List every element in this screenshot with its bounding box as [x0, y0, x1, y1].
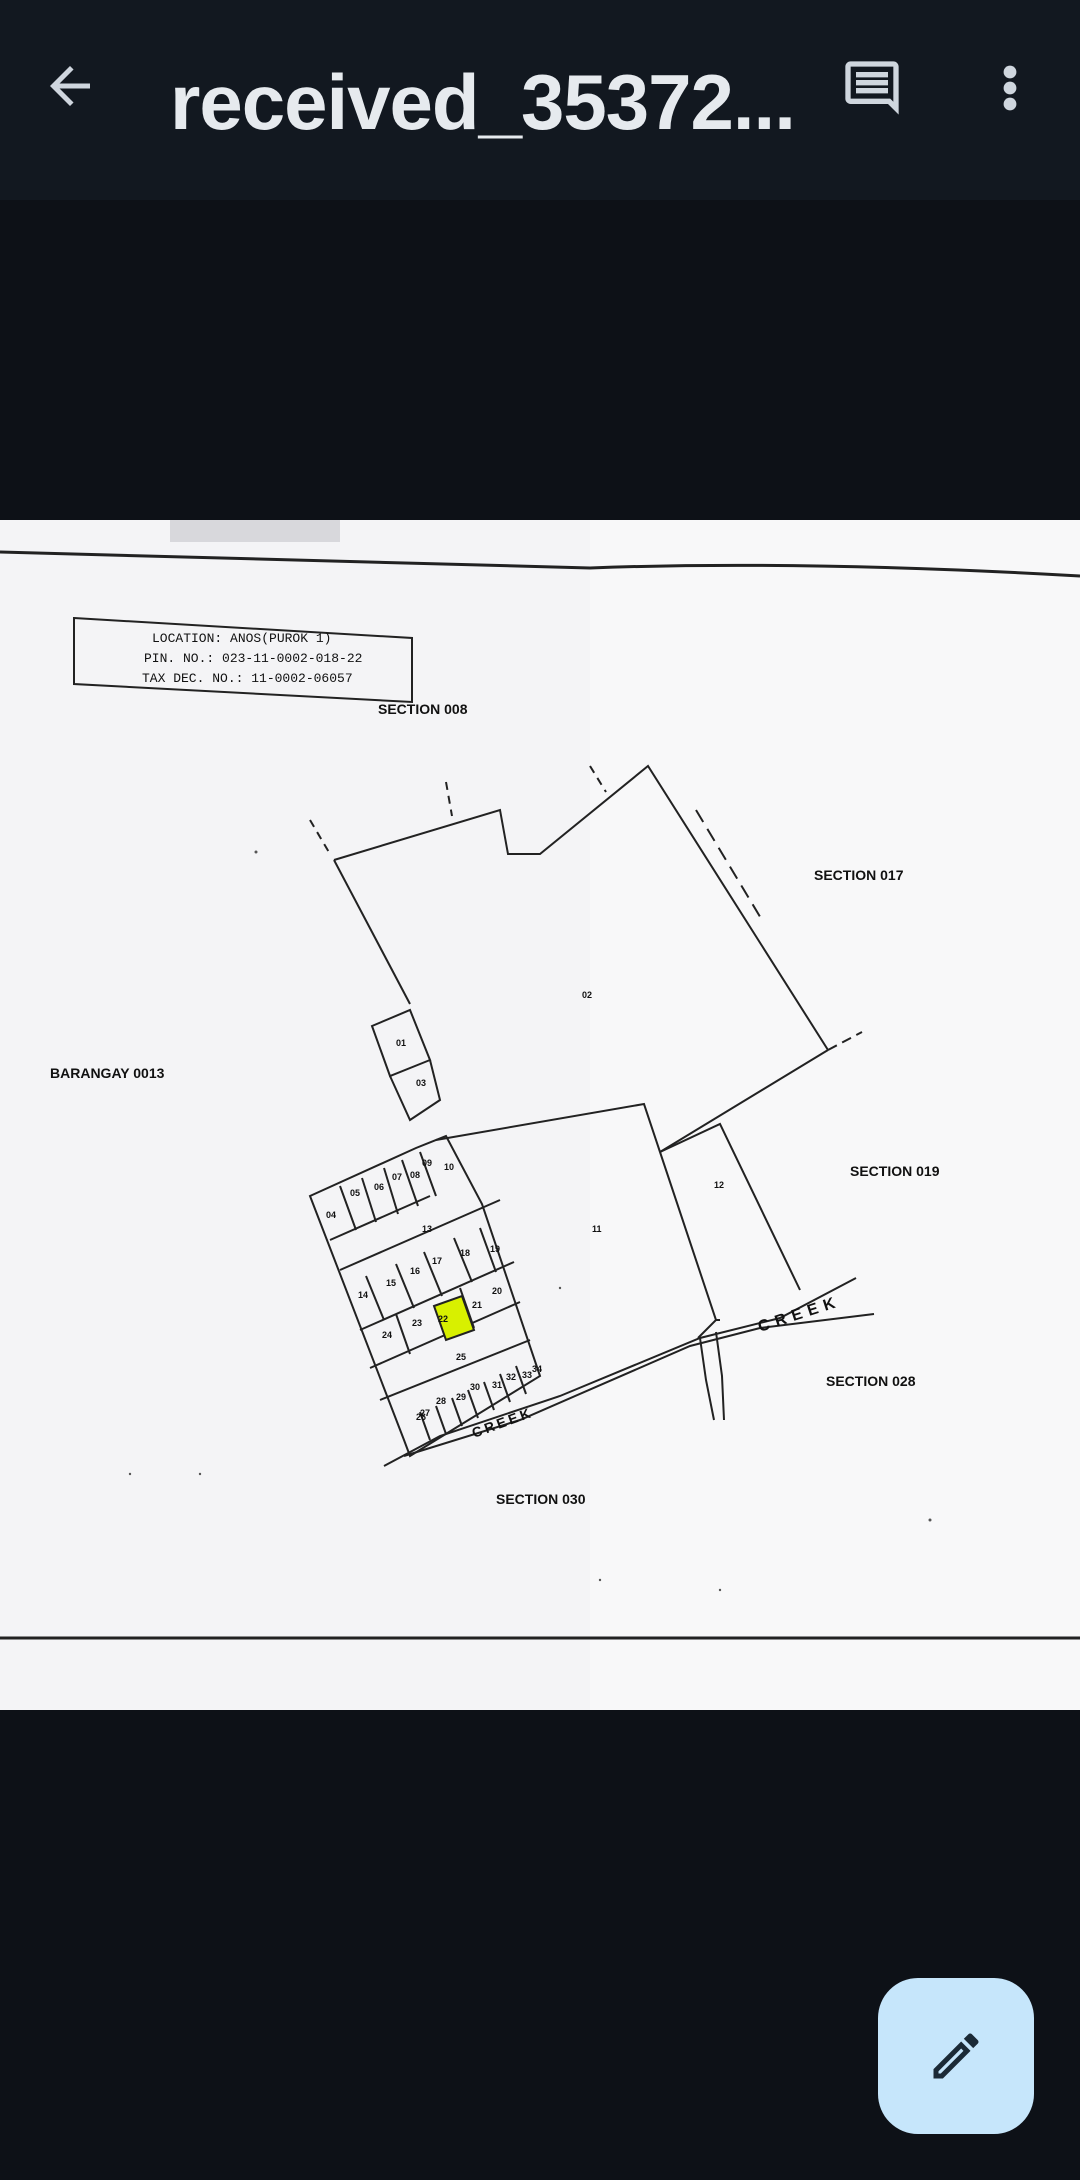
arrow-back-icon	[50, 66, 90, 106]
svg-text:05: 05	[350, 1188, 360, 1198]
document-viewer[interactable]: LOCATION: ANOS(PUROK 1) PIN. NO.: 023-11…	[0, 520, 1080, 1710]
svg-text:08: 08	[410, 1170, 420, 1180]
svg-text:17: 17	[432, 1256, 442, 1266]
svg-text:21: 21	[472, 1300, 482, 1310]
parcel-map	[308, 764, 875, 1467]
svg-text:11: 11	[592, 1224, 602, 1234]
svg-text:04: 04	[326, 1210, 336, 1220]
svg-text:16: 16	[410, 1266, 420, 1276]
svg-text:02: 02	[582, 990, 592, 1000]
svg-text:01: 01	[396, 1038, 406, 1048]
info-tax: TAX DEC. NO.: 11-0002-06057	[142, 671, 353, 686]
label-section-019: SECTION 019	[850, 1163, 940, 1179]
file-title: received_35372...	[170, 58, 796, 146]
svg-text:24: 24	[382, 1330, 392, 1340]
more-vert-icon	[1003, 65, 1017, 111]
svg-text:30: 30	[470, 1382, 480, 1392]
svg-text:31: 31	[492, 1380, 502, 1390]
svg-text:18: 18	[460, 1248, 470, 1258]
svg-text:28: 28	[436, 1396, 446, 1406]
label-section-008: SECTION 008	[378, 701, 468, 717]
svg-text:12: 12	[714, 1180, 724, 1190]
comment-icon	[845, 61, 899, 115]
svg-text:14: 14	[358, 1290, 368, 1300]
info-box: LOCATION: ANOS(PUROK 1) PIN. NO.: 023-11…	[73, 616, 413, 704]
svg-text:34: 34	[532, 1364, 542, 1374]
comment-button[interactable]	[840, 56, 910, 126]
svg-text:26: 26	[416, 1412, 426, 1422]
app-bar: received_35372...	[0, 0, 1080, 200]
label-section-017: SECTION 017	[814, 867, 904, 883]
svg-text:10: 10	[444, 1162, 454, 1172]
highlighted-lot-22	[432, 1294, 476, 1342]
info-pin: PIN. NO.: 023-11-0002-018-22	[144, 651, 362, 666]
svg-text:19: 19	[490, 1244, 500, 1254]
edit-pencil-icon	[933, 2033, 979, 2079]
label-barangay-0013: BARANGAY 0013	[50, 1065, 165, 1081]
svg-text:03: 03	[416, 1078, 426, 1088]
svg-text:32: 32	[506, 1372, 516, 1382]
document-image: LOCATION: ANOS(PUROK 1) PIN. NO.: 023-11…	[0, 520, 1080, 1710]
svg-text:13: 13	[422, 1224, 432, 1234]
svg-text:29: 29	[456, 1392, 466, 1402]
svg-text:20: 20	[492, 1286, 502, 1296]
more-options-button[interactable]	[990, 56, 1030, 126]
svg-text:09: 09	[422, 1158, 432, 1168]
svg-text:27: 27	[420, 1408, 430, 1418]
svg-text:25: 25	[456, 1352, 466, 1362]
info-location: LOCATION: ANOS(PUROK 1)	[152, 631, 331, 646]
svg-text:15: 15	[386, 1278, 396, 1288]
svg-text:07: 07	[392, 1172, 402, 1182]
svg-text:22: 22	[438, 1314, 448, 1324]
back-button[interactable]	[40, 56, 120, 136]
label-section-028: SECTION 028	[826, 1373, 916, 1389]
label-section-030: SECTION 030	[496, 1491, 586, 1507]
edit-button[interactable]	[878, 1978, 1034, 2134]
svg-text:06: 06	[374, 1182, 384, 1192]
svg-text:23: 23	[412, 1318, 422, 1328]
svg-text:33: 33	[522, 1370, 532, 1380]
